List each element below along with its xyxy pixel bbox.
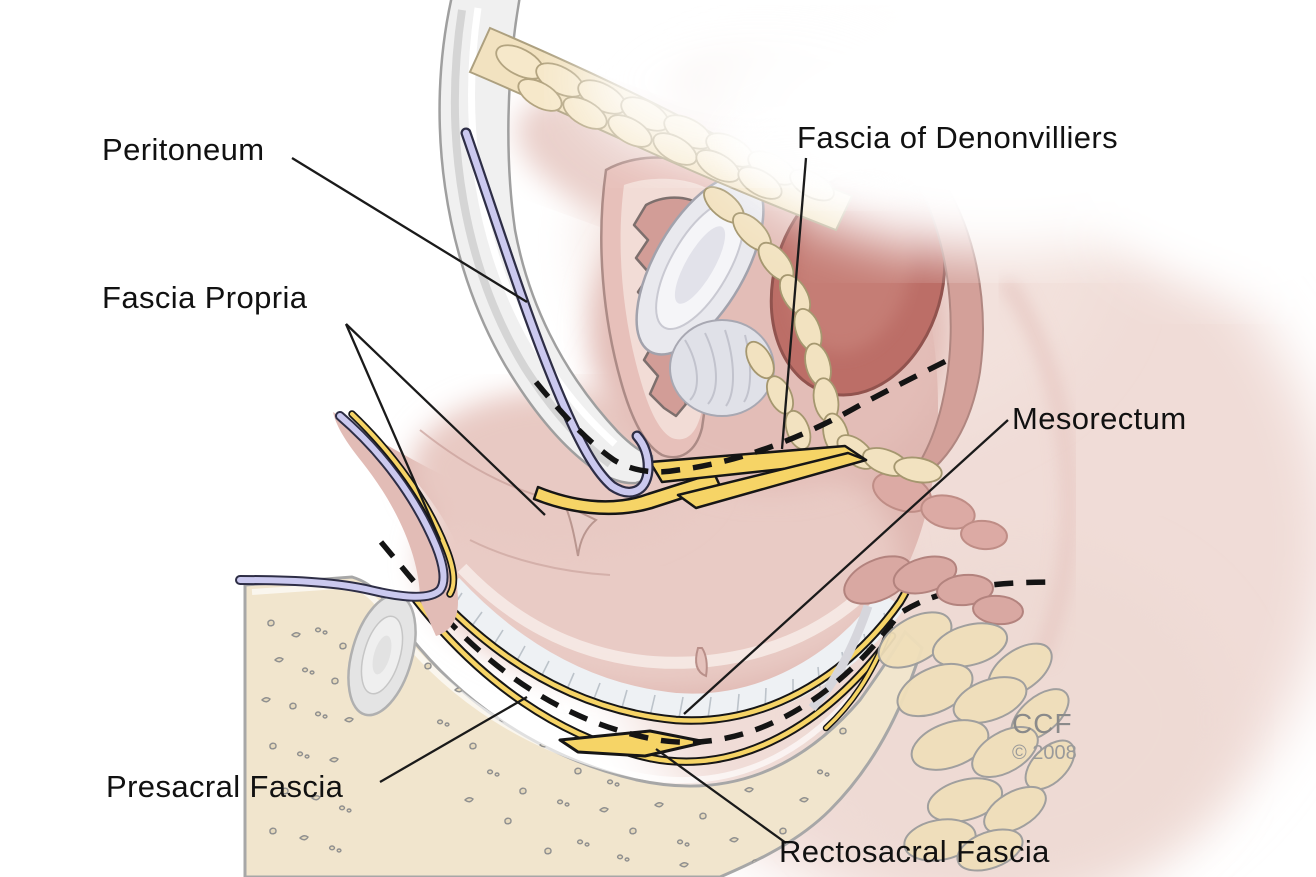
- rectal-wall-notch: [695, 647, 708, 678]
- leader-presacral: [379, 696, 528, 783]
- ischioanal-fat: [877, 611, 1076, 872]
- dissection-plane-lower: [378, 540, 1059, 746]
- label-fascia-propria: Fascia Propria: [102, 280, 308, 315]
- anal-muscle: [843, 555, 1024, 626]
- label-peritoneum: Peritoneum: [102, 132, 265, 167]
- fascia-of-denonvilliers-band: [532, 444, 868, 516]
- leader-fascia-propria-1: [344, 323, 442, 541]
- leader-mesorectum: [683, 419, 1009, 715]
- dissection-plane-upper: [533, 355, 954, 475]
- intervertebral-disc: [347, 593, 417, 717]
- watermark-year: © 2008: [1012, 742, 1077, 764]
- label-rectosacral-fascia: Rectosacral Fascia: [779, 834, 1050, 869]
- leader-denonvilliers: [780, 157, 808, 450]
- label-presacral-fascia: Presacral Fascia: [106, 769, 344, 804]
- watermark-org: CCF: [1012, 708, 1073, 739]
- peritoneal-reflection-spur: [563, 502, 598, 557]
- highlight-fade: [580, 0, 1316, 290]
- leader-fascia-propria-2: [345, 323, 546, 516]
- leader-rectosacral: [655, 748, 787, 844]
- leader-peritoneum: [291, 157, 528, 303]
- label-mesorectum: Mesorectum: [1012, 401, 1187, 436]
- fascia-propria-line: [429, 567, 919, 725]
- sacrum-bone: [243, 575, 924, 877]
- label-fascia-of-denonvilliers: Fascia of Denonvilliers: [797, 120, 1119, 155]
- sigmoid-fold: [235, 410, 458, 636]
